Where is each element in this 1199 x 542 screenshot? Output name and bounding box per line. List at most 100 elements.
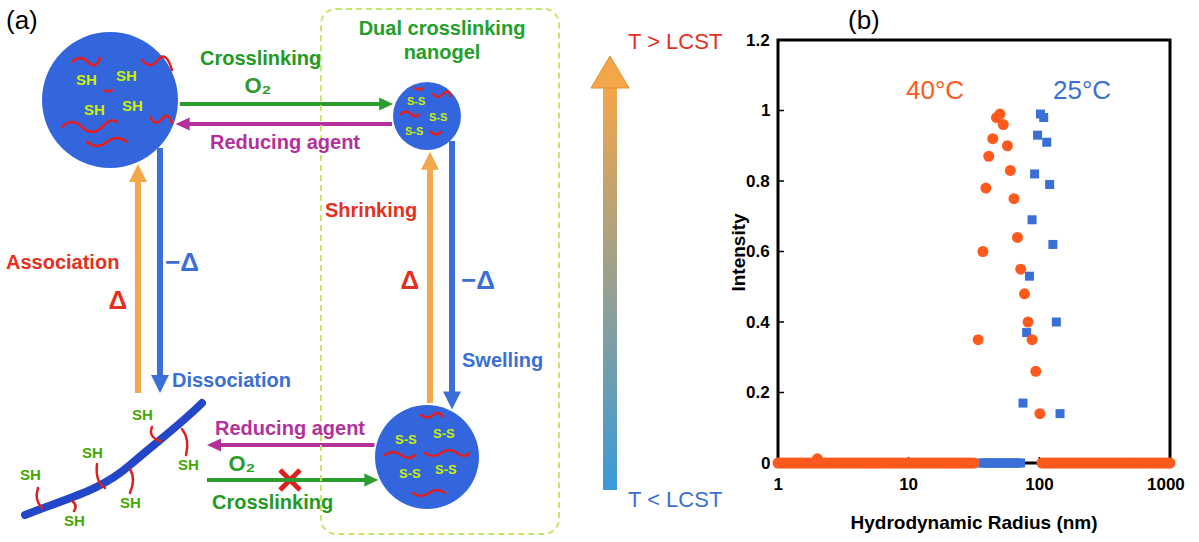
thiol-label: SH bbox=[76, 72, 97, 87]
side-chain bbox=[385, 452, 415, 458]
reaction-arrow bbox=[176, 118, 392, 131]
arrow-label: O₂ bbox=[229, 453, 256, 475]
thiol-label: S-S bbox=[399, 467, 421, 480]
arrow-head bbox=[151, 375, 169, 393]
data-point bbox=[1048, 240, 1057, 249]
arrow-label: Δ bbox=[109, 287, 128, 313]
arrow-head bbox=[443, 391, 461, 409]
axis-ticks bbox=[778, 111, 1039, 464]
arrow-head bbox=[379, 98, 393, 111]
thiol-label: SH bbox=[132, 407, 153, 422]
data-point bbox=[994, 109, 1005, 120]
side-chain bbox=[87, 138, 127, 146]
data-point bbox=[1039, 113, 1048, 122]
thiol-label: SH bbox=[122, 98, 143, 113]
nanogel-sphere: S-SS-SS-SS-S bbox=[375, 405, 479, 509]
tick-label: 1 bbox=[774, 476, 783, 493]
temperature-arrow bbox=[591, 56, 629, 490]
axis-title: Intensity bbox=[729, 213, 748, 291]
polymer-chain: SHSHSHSHSHSH bbox=[20, 395, 205, 530]
tick-label: 1.2 bbox=[746, 32, 770, 49]
data-point bbox=[1056, 409, 1065, 418]
data-point bbox=[998, 119, 1009, 130]
data-point bbox=[1019, 399, 1028, 408]
arrow-label: Δ bbox=[401, 267, 420, 293]
data-point bbox=[1027, 334, 1038, 345]
side-chain bbox=[97, 464, 105, 488]
side-chain bbox=[72, 58, 100, 65]
side-chain bbox=[182, 429, 187, 455]
data-point bbox=[1030, 366, 1041, 377]
panel-label: (b) bbox=[848, 7, 880, 33]
chain-drawing bbox=[20, 395, 205, 530]
sphere-body bbox=[393, 82, 461, 150]
side-chain bbox=[151, 427, 160, 441]
tick-label: 10 bbox=[899, 476, 918, 493]
side-chain bbox=[142, 57, 172, 70]
arrow-label: −Δ bbox=[165, 249, 199, 275]
data-point bbox=[969, 458, 980, 469]
data-point bbox=[1005, 165, 1016, 176]
reaction-arrow bbox=[443, 141, 461, 409]
arrow-head bbox=[129, 164, 147, 182]
side-chain bbox=[37, 488, 42, 508]
data-point bbox=[1034, 408, 1045, 419]
arrow-line bbox=[218, 443, 374, 447]
temperature-label: T > LCST bbox=[628, 31, 722, 53]
data-point bbox=[1030, 169, 1039, 178]
data-point bbox=[1023, 317, 1034, 328]
side-chain bbox=[72, 501, 76, 511]
side-chain bbox=[130, 469, 133, 493]
arrow-line bbox=[449, 141, 455, 395]
arrow-line bbox=[157, 148, 163, 379]
process-label: Swelling bbox=[462, 350, 543, 370]
process-label: Association bbox=[6, 252, 119, 272]
sphere-body bbox=[375, 405, 479, 509]
tick-label: 0.6 bbox=[746, 243, 770, 260]
arrow-head bbox=[207, 439, 221, 452]
arrow-line bbox=[180, 102, 382, 106]
panel-label: (a) bbox=[6, 7, 38, 33]
chain-backbone bbox=[25, 403, 202, 515]
side-chain bbox=[431, 132, 441, 135]
reaction-arrow bbox=[421, 152, 439, 403]
thiol-label: S-S bbox=[429, 112, 447, 123]
thiol-label: S-S bbox=[405, 126, 423, 137]
data-point bbox=[1009, 193, 1020, 204]
arrow-line bbox=[187, 122, 392, 126]
arrow-label: −Δ bbox=[461, 267, 495, 293]
series-label: 40°C bbox=[906, 77, 964, 103]
thiol-label: S-S bbox=[395, 433, 417, 446]
thiol-label: SH bbox=[84, 102, 105, 117]
data-point bbox=[1045, 180, 1054, 189]
arrow-label: Reducing agent bbox=[215, 418, 365, 438]
sphere-outline bbox=[375, 405, 479, 509]
data-point bbox=[1016, 459, 1025, 468]
data-point bbox=[980, 183, 991, 194]
data-point bbox=[1002, 140, 1013, 151]
side-chain bbox=[425, 450, 469, 456]
data-point bbox=[1025, 272, 1034, 281]
data-point bbox=[1042, 138, 1051, 147]
arrow-head bbox=[364, 474, 378, 487]
data-point bbox=[977, 246, 988, 257]
data-point bbox=[1015, 264, 1026, 275]
arrow-line bbox=[135, 178, 141, 393]
tick-label: 1000 bbox=[1147, 476, 1185, 493]
tick-label: 0.4 bbox=[746, 314, 770, 331]
process-label: Crosslinking bbox=[212, 492, 333, 512]
arrow-label: O₂ bbox=[245, 75, 272, 97]
group-heading: Dual crosslinking nanogel bbox=[347, 16, 537, 64]
side-chain bbox=[415, 88, 423, 90]
arrow-label: Reducing agent bbox=[210, 132, 360, 152]
thiol-label: S-S bbox=[433, 427, 455, 440]
thiol-label: S-S bbox=[407, 96, 425, 107]
data-points bbox=[773, 109, 1176, 469]
thiol-label: SH bbox=[120, 495, 141, 510]
sphere-outline bbox=[42, 32, 178, 168]
side-chain bbox=[433, 91, 451, 97]
arrow-head bbox=[421, 152, 439, 170]
thiol-label: SH bbox=[116, 68, 137, 83]
thiol-label: SH bbox=[178, 457, 199, 472]
